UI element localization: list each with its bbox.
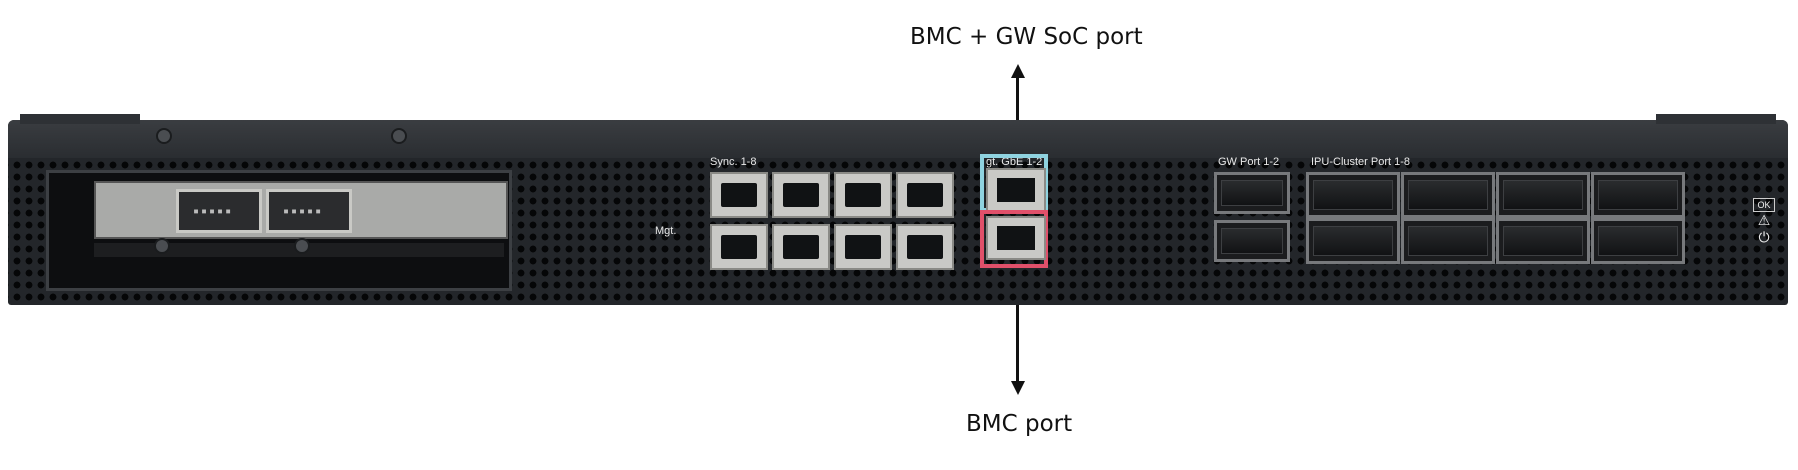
ipu-cluster-port[interactable] xyxy=(1496,172,1590,218)
sync-port[interactable] xyxy=(710,172,768,218)
ok-led-label: OK xyxy=(1753,198,1775,212)
riser-sfp-port[interactable]: ▪▪▪▪▪ xyxy=(176,189,262,233)
warning-icon: ⚠ xyxy=(1757,212,1771,228)
ipu-cluster-port-label: IPU-Cluster Port 1-8 xyxy=(1311,156,1411,168)
rack-ear-tab-right xyxy=(1656,114,1776,124)
screw-icon xyxy=(294,238,310,254)
riser-card: ▪▪▪▪▪ ▪▪▪▪▪ xyxy=(94,181,508,239)
ipu-cluster-port[interactable] xyxy=(1401,218,1495,264)
screw-icon xyxy=(391,128,407,144)
sync-ports-grid xyxy=(710,172,954,270)
riser-sfp-port[interactable]: ▪▪▪▪▪ xyxy=(266,189,352,233)
gw-port-label: GW Port 1-2 xyxy=(1218,156,1280,168)
sync-ports-label: Sync. 1-8 xyxy=(710,156,757,168)
power-icon: ⏻ xyxy=(1758,229,1770,245)
bmc-gw-soc-port[interactable] xyxy=(986,168,1046,212)
sfp-contacts-icon: ▪▪▪▪▪ xyxy=(193,206,234,217)
sfp-contacts-icon: ▪▪▪▪▪ xyxy=(283,206,324,217)
ipu-cluster-port[interactable] xyxy=(1306,172,1400,218)
callout-bmc-port: BMC port xyxy=(966,411,1073,437)
chassis-front-panel: ▪▪▪▪▪ ▪▪▪▪▪ Mgt. Sync. 1-8 gt. GbE 1-2 G… xyxy=(8,114,1788,305)
arrow-line-bottom xyxy=(1016,305,1019,385)
arrow-head-down-icon xyxy=(1011,381,1025,395)
ipu-cluster-port[interactable] xyxy=(1306,218,1400,264)
chassis-top-lip xyxy=(8,114,1788,158)
sync-port[interactable] xyxy=(772,172,830,218)
highlight-bmc-port xyxy=(980,210,1048,268)
callout-bmc-gw-soc-port: BMC + GW SoC port xyxy=(910,24,1143,50)
mgt-gbe-label: gt. GbE 1-2 xyxy=(986,156,1043,168)
arrow-head-up-icon xyxy=(1011,64,1025,78)
gw-port[interactable] xyxy=(1214,172,1290,214)
sync-port[interactable] xyxy=(710,224,768,270)
status-indicators: OK ⚠ ⏻ xyxy=(1753,198,1775,246)
sync-port[interactable] xyxy=(896,224,954,270)
mgt-label: Mgt. xyxy=(655,225,677,237)
riser-card-slot: ▪▪▪▪▪ ▪▪▪▪▪ xyxy=(46,170,512,291)
sync-port[interactable] xyxy=(834,172,892,218)
rack-ear-tab-left xyxy=(20,114,140,124)
screw-icon xyxy=(156,128,172,144)
ipu-cluster-port[interactable] xyxy=(1591,172,1685,218)
ipu-cluster-port[interactable] xyxy=(1591,218,1685,264)
ipu-cluster-port[interactable] xyxy=(1401,172,1495,218)
sync-port[interactable] xyxy=(834,224,892,270)
screw-icon xyxy=(154,238,170,254)
bmc-port[interactable] xyxy=(986,216,1046,260)
sync-port[interactable] xyxy=(896,172,954,218)
sync-port[interactable] xyxy=(772,224,830,270)
ipu-cluster-port[interactable] xyxy=(1496,218,1590,264)
gw-port[interactable] xyxy=(1214,220,1290,262)
